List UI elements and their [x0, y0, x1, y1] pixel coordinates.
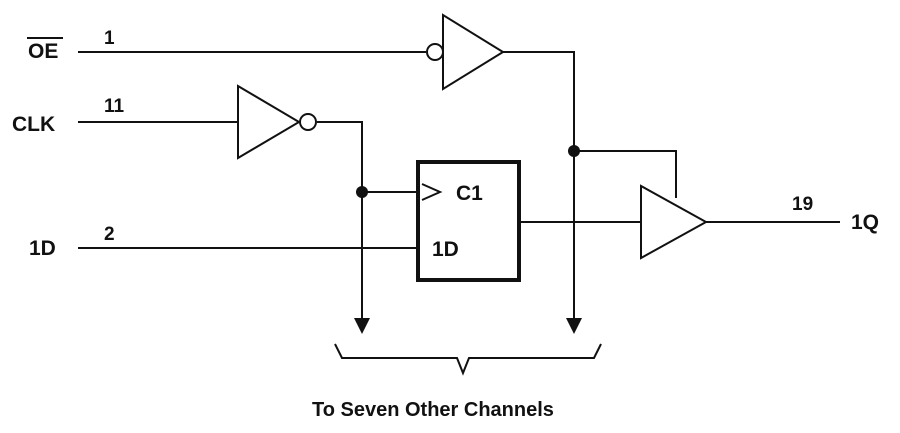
d-input-signal-name: 1D	[29, 237, 56, 260]
channels-caption: To Seven Other Channels	[312, 399, 554, 421]
oe-buffer-output-wire	[502, 51, 575, 322]
d-input-pin-number: 2	[104, 224, 115, 245]
clk-signal-name: CLK	[12, 113, 55, 136]
oe-buffer-triangle-icon	[442, 13, 505, 91]
channels-brace	[334, 343, 602, 376]
enable-wire	[574, 150, 677, 198]
output-buffer-gate	[640, 184, 709, 260]
q-output-pin-number: 19	[792, 194, 813, 215]
d-flipflop: C1 1D	[416, 160, 521, 282]
oe-inversion-bubble-icon	[426, 43, 444, 61]
d-input-signal: 1D 2	[29, 224, 115, 260]
q-output-signal: 19 1Q	[792, 194, 879, 234]
clk-pin-number: 11	[104, 96, 125, 117]
enable-junction-dot	[568, 145, 580, 157]
clk-signal: CLK 11	[12, 96, 125, 136]
clk-inversion-bubble-icon	[299, 113, 317, 131]
oe-signal-name: OE	[28, 40, 58, 63]
flipflop-clock-label: C1	[456, 182, 483, 205]
wires	[78, 51, 840, 322]
q-output-signal-name: 1Q	[851, 211, 879, 234]
clk-inverter-triangle-icon	[237, 84, 301, 160]
oe-pin-number: 1	[104, 28, 115, 49]
enable-arrow-down-icon	[566, 318, 582, 334]
clock-junction-dot	[356, 186, 368, 198]
oe-signal: OE 1	[27, 28, 115, 63]
output-buffer-triangle-icon	[640, 184, 709, 260]
flipflop-box	[416, 160, 521, 282]
flipflop-data-label: 1D	[432, 238, 459, 261]
clock-edge-icon	[421, 183, 443, 201]
oe-buffer-gate	[426, 13, 505, 91]
clock-arrow-down-icon	[354, 318, 370, 334]
clk-inverter-gate	[237, 84, 317, 160]
clk-inverter-output-wire	[317, 121, 363, 322]
